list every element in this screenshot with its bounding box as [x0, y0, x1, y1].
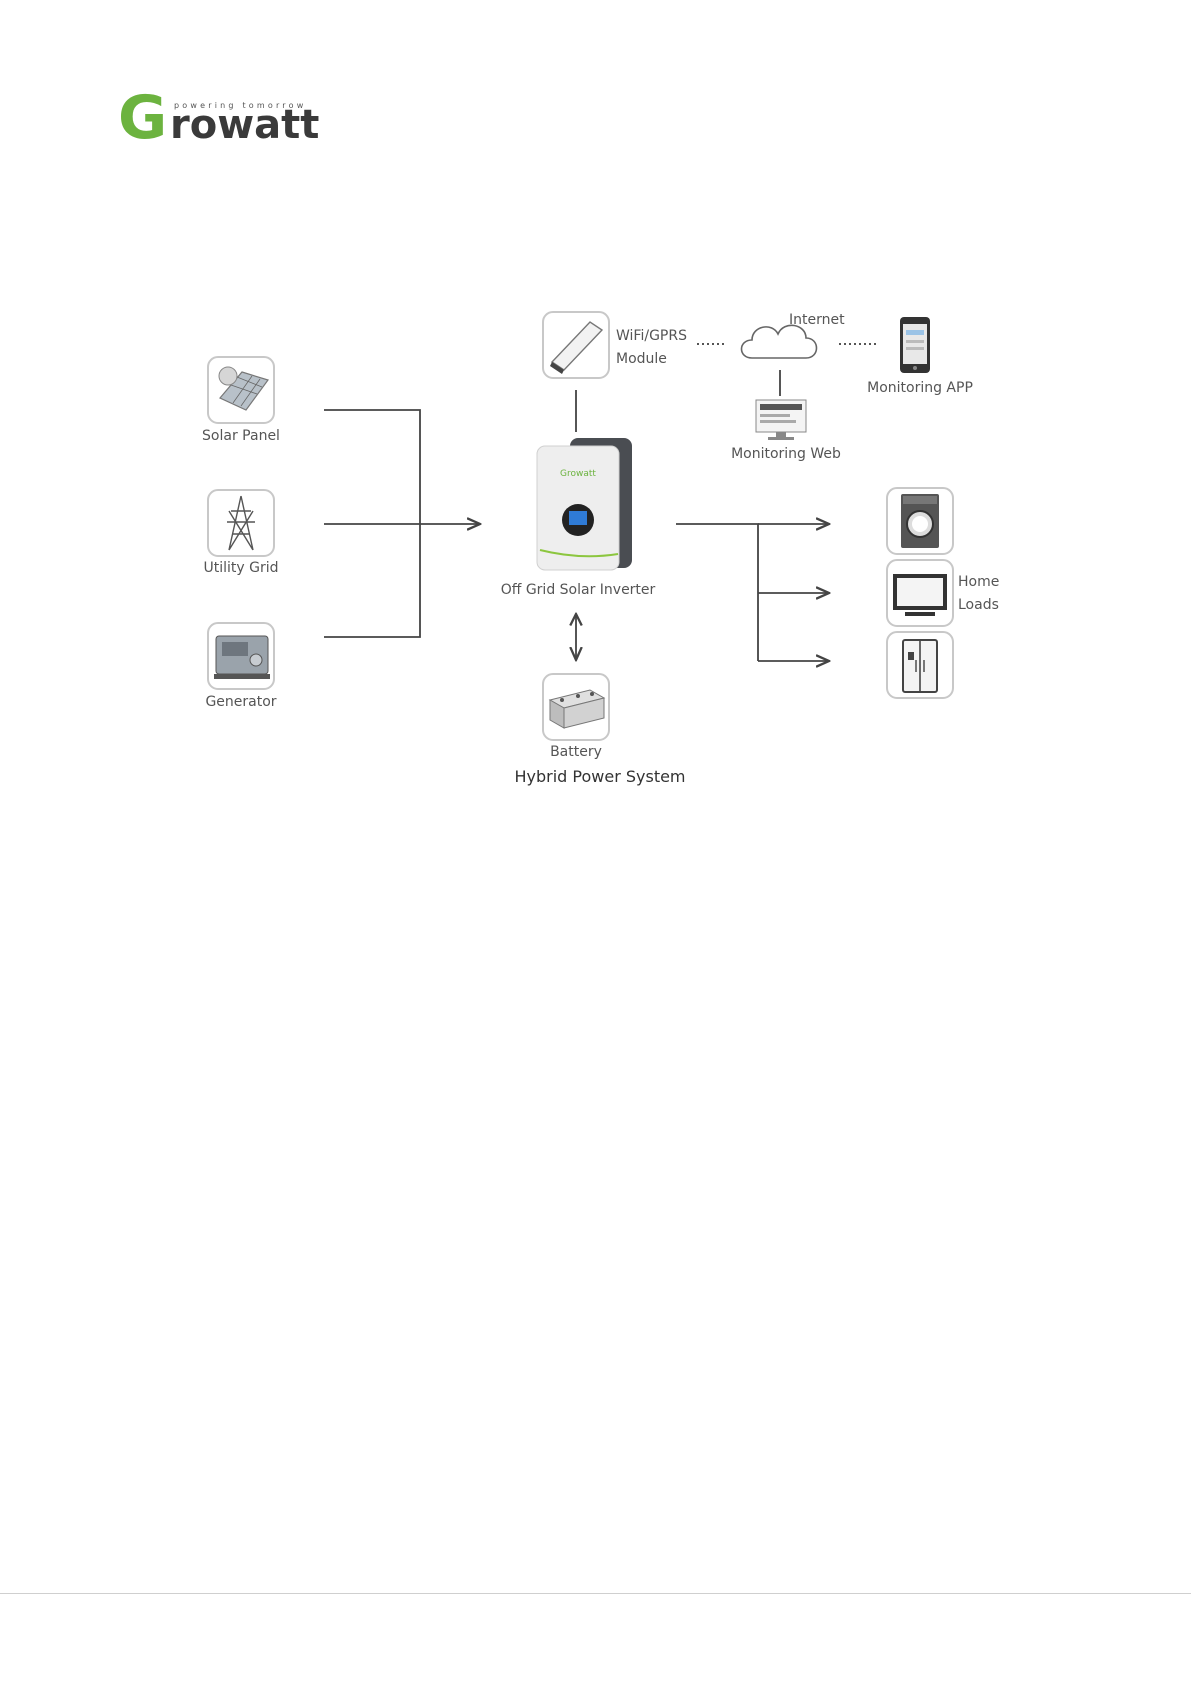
inverter-icon: Growatt: [537, 438, 632, 570]
monitoring-app-node: Monitoring APP: [867, 317, 973, 396]
utility-grid-node: Utility Grid: [203, 490, 278, 576]
internet-label: Internet: [789, 312, 845, 328]
wifi-module-label-line1: WiFi/GPRS: [616, 328, 687, 344]
battery-label: Battery: [550, 744, 602, 760]
home-loads-label-line2: Loads: [958, 597, 999, 613]
home-loads-label-line1: Home: [958, 574, 999, 590]
wifi-module-node: WiFi/GPRS Module: [543, 312, 687, 378]
inverter-brand-text: Growatt: [560, 469, 596, 479]
fridge-icon: [903, 640, 937, 692]
battery-node: Battery: [543, 674, 609, 760]
inverter-label: Off Grid Solar Inverter: [501, 582, 656, 598]
utility-grid-label: Utility Grid: [203, 560, 278, 576]
internet-node: Internet: [742, 312, 846, 358]
load-connector-lines: [676, 524, 829, 661]
cloud-icon: [742, 325, 817, 358]
wifi-module-label-line2: Module: [616, 351, 667, 367]
tv-node: [887, 560, 953, 626]
home-loads-group: Home Loads: [887, 488, 999, 698]
monitoring-web-label: Monitoring Web: [731, 446, 841, 462]
monitor-icon: [756, 400, 806, 440]
washing-machine-icon: [901, 494, 939, 548]
generator-icon: [214, 636, 270, 679]
source-connector-lines: [324, 410, 480, 637]
phone-icon: [900, 317, 930, 373]
washing-machine-node: [887, 488, 953, 554]
solar-panel-label: Solar Panel: [202, 428, 280, 444]
inverter-node: Growatt Off Grid Solar Inverter: [501, 438, 656, 598]
diagram-caption: Hybrid Power System: [514, 767, 685, 786]
generator-label: Generator: [205, 694, 276, 710]
monitoring-app-label: Monitoring APP: [867, 380, 973, 396]
generator-node: Generator: [205, 623, 276, 710]
fridge-node: [887, 632, 953, 698]
monitoring-web-node: Monitoring Web: [731, 370, 841, 462]
solar-panel-node: Solar Panel: [202, 357, 280, 444]
footer-divider: [0, 1593, 1191, 1594]
tv-icon: [893, 574, 947, 616]
